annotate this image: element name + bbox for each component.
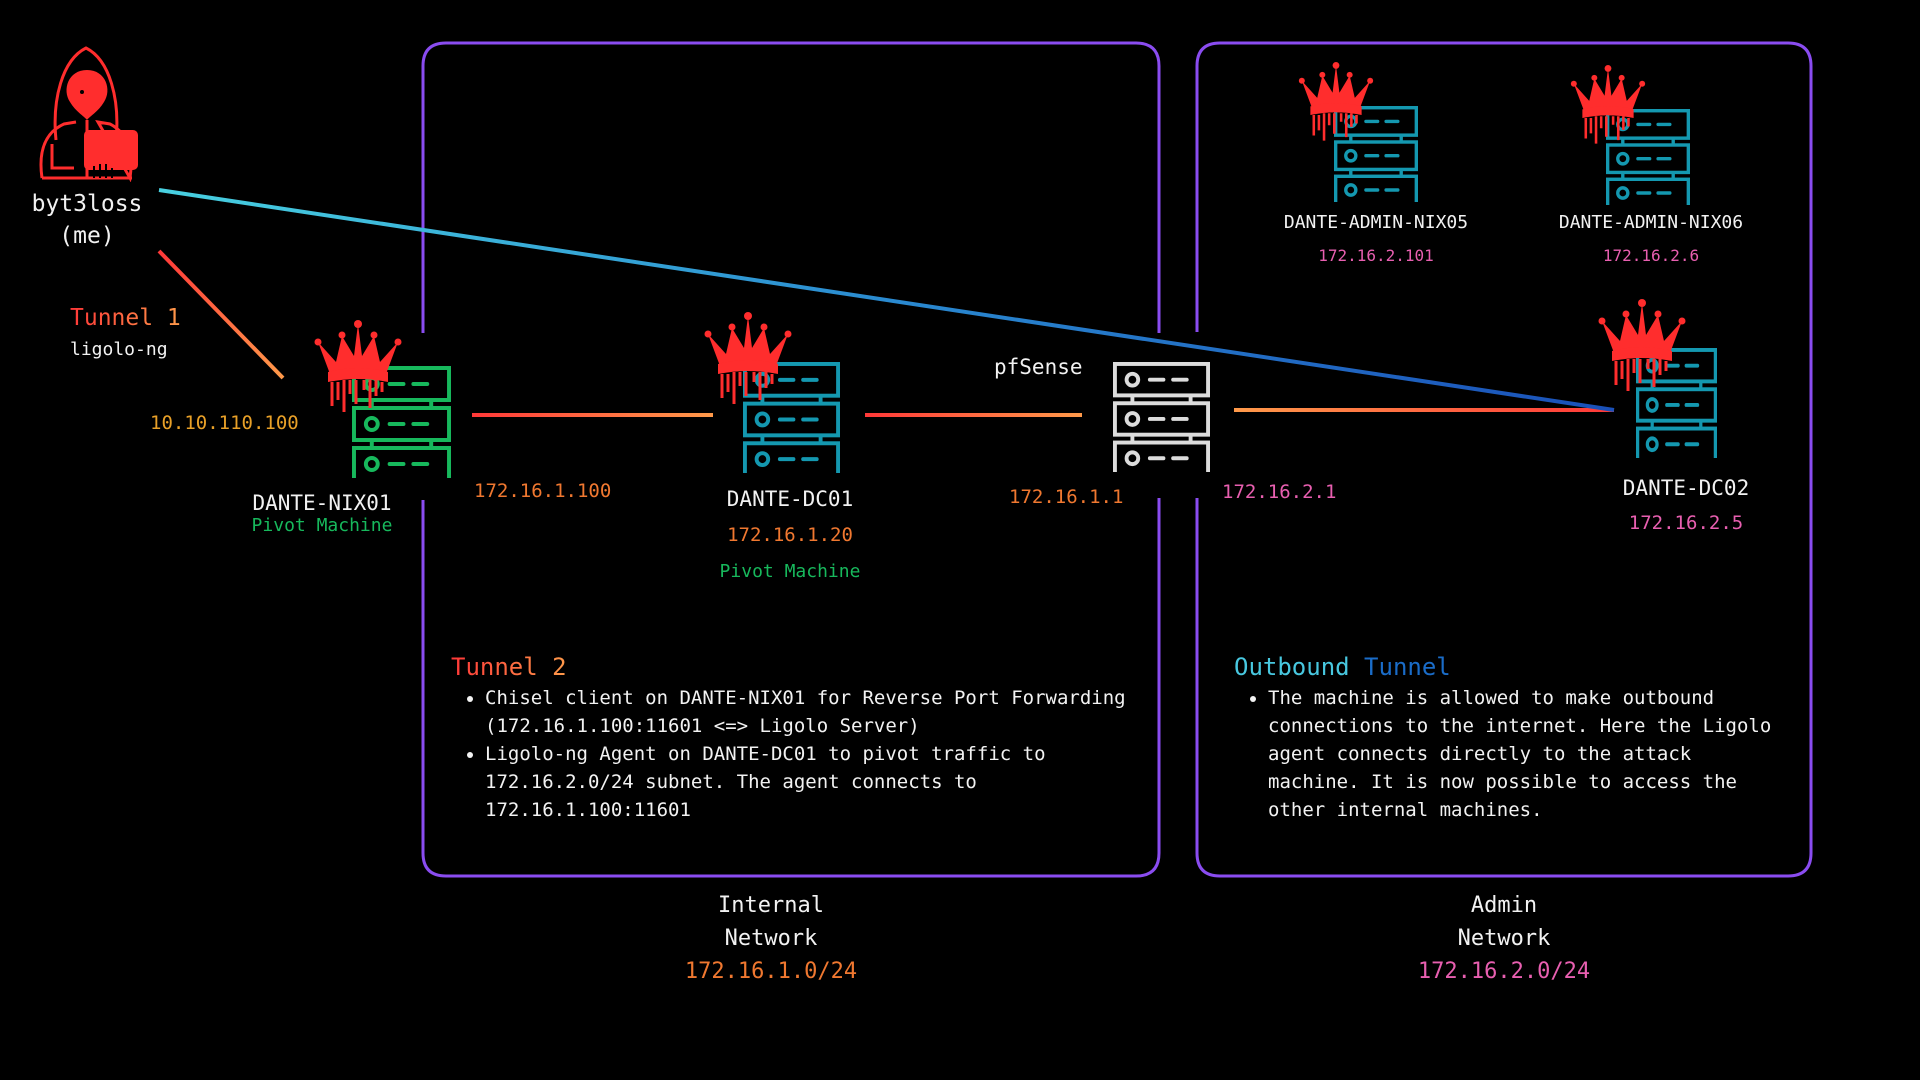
outbound-title: Outbound Tunnel (1234, 652, 1774, 682)
link-dc01-pfsense (865, 413, 1082, 417)
dc01-ip: 172.16.1.20 (727, 524, 853, 546)
internal-network-label-2: Network (724, 926, 818, 951)
nix05-ip: 172.16.2.101 (1318, 246, 1434, 265)
pfsense-internal-ip: 172.16.1.1 (1009, 486, 1124, 508)
server-icon-nix01[interactable] (352, 366, 451, 482)
server-icon-pfsense[interactable] (1113, 362, 1210, 476)
dc02-ip: 172.16.2.5 (1628, 512, 1744, 534)
internal-network-label-1: Internal (718, 893, 824, 918)
pfsense-name: pfSense (994, 355, 1083, 379)
tunnel1-title: Tunnel 1 (70, 305, 181, 331)
outbound-tunnel-link (158, 188, 1615, 412)
outbound-title-part1: Outbound (1234, 653, 1350, 681)
nix01-name: DANTE-NIX01 (252, 491, 392, 515)
tunnel1-link (157, 249, 285, 380)
tunnel2-bullets: Chisel client on DANTE-NIX01 for Reverse… (451, 684, 1151, 824)
nix06-name: DANTE-ADMIN-NIX06 (1558, 212, 1744, 233)
outbound-title-part2: Tunnel (1364, 653, 1451, 681)
outbound-notes: Outbound Tunnel The machine is allowed t… (1234, 652, 1774, 824)
hooded-hacker-icon (39, 46, 138, 182)
admin-network-label-1: Admin (1470, 893, 1538, 918)
dc02-name: DANTE-DC02 (1622, 476, 1750, 500)
crown-icon-nix05 (1298, 62, 1374, 148)
link-pfsense-dc02 (1234, 408, 1614, 412)
attacker-name: byt3loss (31, 191, 143, 217)
tunnel1-tool: ligolo-ng (70, 339, 168, 360)
dc01-role: Pivot Machine (719, 561, 861, 582)
outbound-bullet: The machine is allowed to make outbound … (1268, 684, 1774, 824)
admin-network-label-2: Network (1457, 926, 1551, 951)
crown-icon-dc02 (1598, 299, 1686, 399)
tunnel2-notes: Tunnel 2 Chisel client on DANTE-NIX01 fo… (451, 652, 1151, 824)
pfsense-admin-ip: 172.16.2.1 (1222, 481, 1337, 503)
tunnel2-title: Tunnel 2 (451, 653, 567, 681)
tunnel2-bullet: Chisel client on DANTE-NIX01 for Reverse… (485, 684, 1151, 740)
server-icon-nix05[interactable] (1334, 106, 1418, 206)
crown-icon-nix06 (1570, 65, 1646, 151)
nix01-internal-ip: 172.16.1.100 (474, 480, 612, 502)
server-icon-nix06[interactable] (1606, 109, 1690, 209)
attacker-subtitle: (me) (59, 223, 115, 249)
nix06-ip: 172.16.2.6 (1602, 246, 1700, 265)
dc01-name: DANTE-DC01 (726, 487, 854, 511)
admin-network-cidr: 172.16.2.0/24 (1417, 959, 1591, 984)
link-nix01-dc01 (472, 413, 713, 417)
tunnel2-bullet: Ligolo-ng Agent on DANTE-DC01 to pivot t… (485, 740, 1151, 824)
admin-network-boundary (1195, 41, 1813, 878)
nix05-name: DANTE-ADMIN-NIX05 (1283, 212, 1469, 233)
internal-network-boundary (421, 41, 1161, 878)
crown-icon-nix01 (314, 320, 402, 420)
internal-network-cidr: 172.16.1.0/24 (684, 959, 858, 984)
tunnel1-ip: 10.10.110.100 (150, 412, 299, 434)
crown-icon-dc01 (704, 312, 792, 412)
outbound-bullets: The machine is allowed to make outbound … (1234, 684, 1774, 824)
nix01-role: Pivot Machine (251, 515, 393, 536)
